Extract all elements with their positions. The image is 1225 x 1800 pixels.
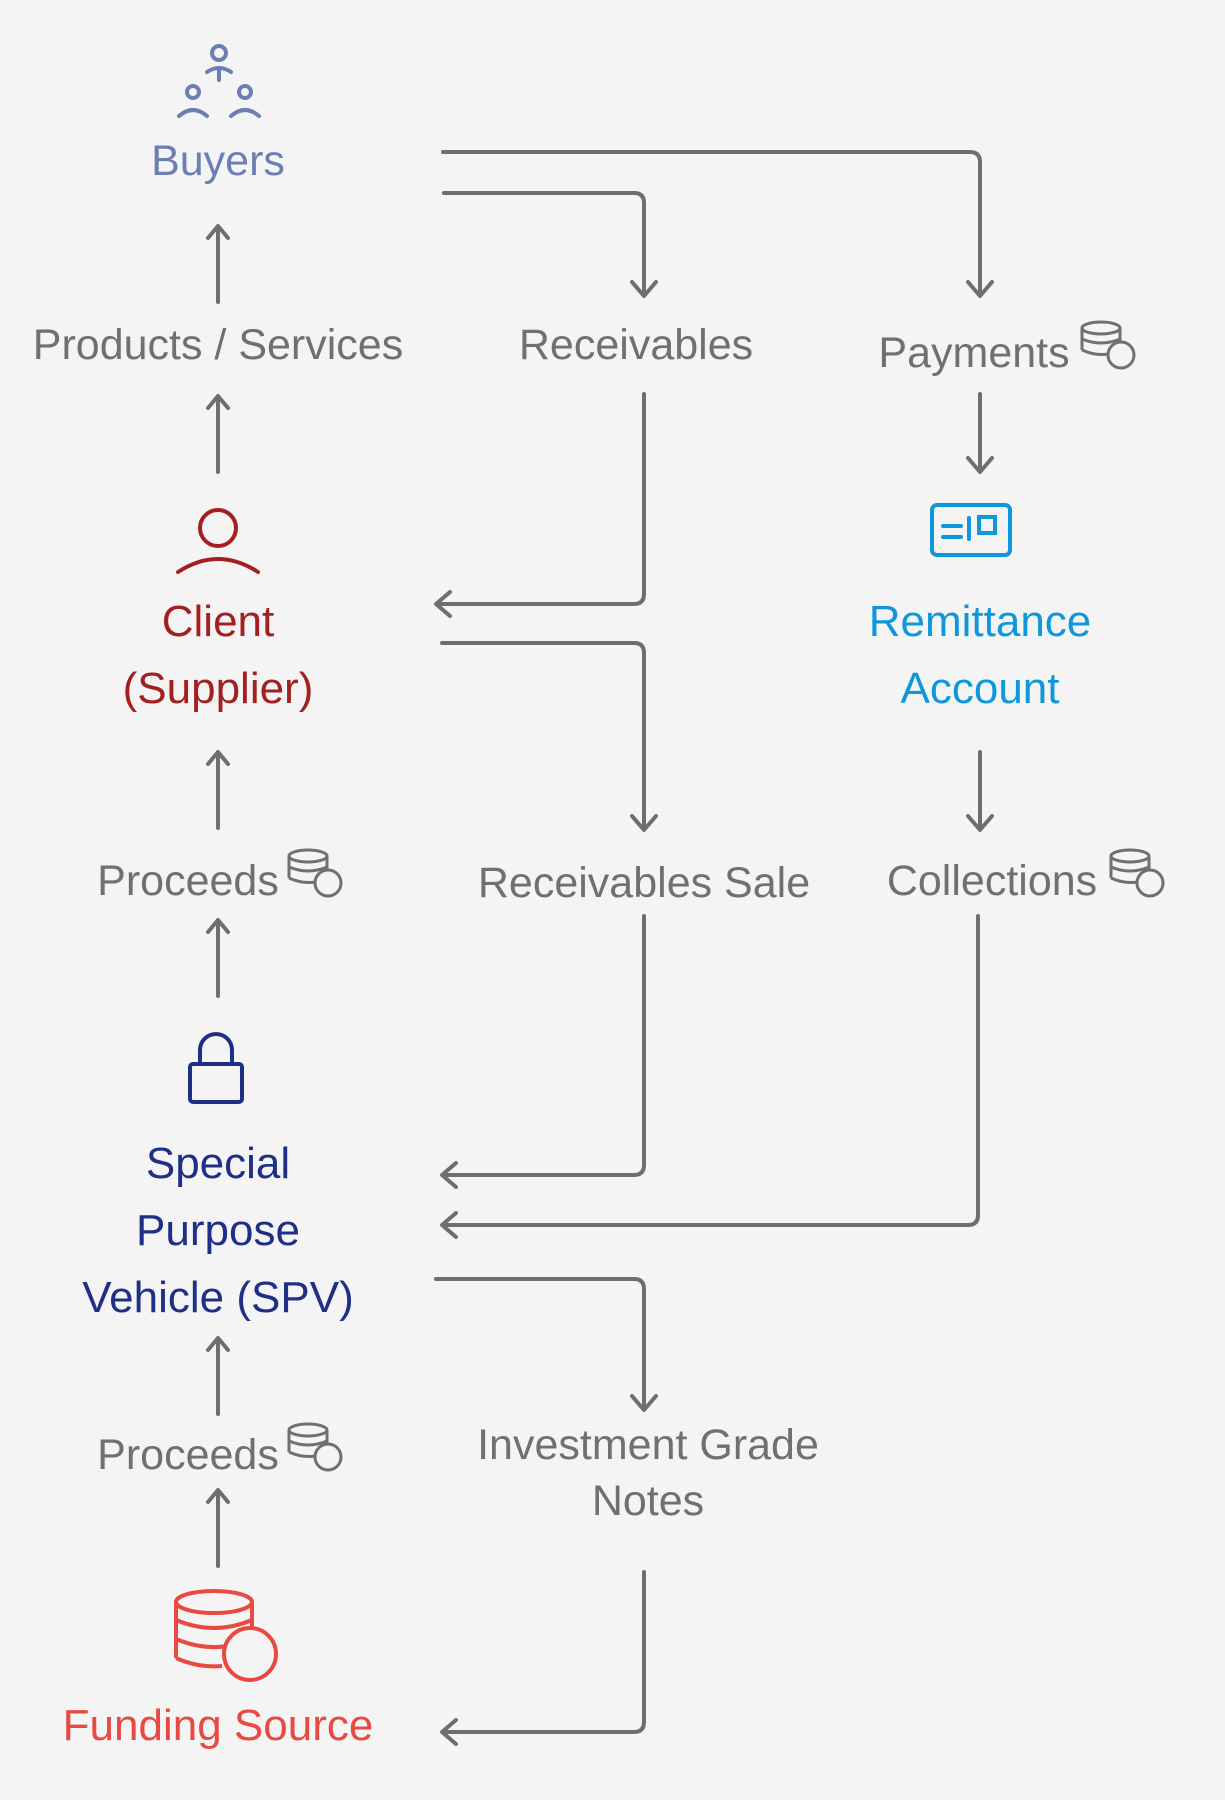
- money-stack-icon: [1080, 320, 1136, 370]
- lock-icon: [188, 1032, 244, 1104]
- products-services-label: Products / Services: [32, 321, 404, 369]
- money-stack-icon: [287, 848, 343, 898]
- receivables-sale-label: Receivables Sale: [477, 859, 811, 907]
- arrow-buyers-to-payments: [441, 150, 994, 298]
- arrow-spv-to-notes: [434, 1277, 658, 1412]
- spv-label-line3: Vehicle (SPV): [82, 1273, 354, 1322]
- notes-label-line2: Notes: [591, 1477, 705, 1525]
- collections-label: Collections: [886, 857, 1098, 905]
- arrow-buyers-to-receivables: [442, 191, 658, 298]
- arrow-client-to-products: [206, 394, 230, 474]
- arrow-remittance-to-collections: [966, 750, 994, 832]
- receivables-label: Receivables: [518, 321, 754, 369]
- buyers-label: Buyers: [151, 137, 285, 185]
- money-stack-icon: [287, 1422, 343, 1472]
- proceeds-top-label: Proceeds: [97, 857, 279, 905]
- arrow-spv-to-proceeds: [206, 918, 230, 998]
- arrow-proceeds-to-client: [206, 750, 230, 830]
- client-label-line1: Client: [161, 597, 275, 646]
- money-stack-icon: [1109, 848, 1165, 898]
- proceeds-bottom-label: Proceeds: [97, 1431, 279, 1479]
- arrow-products-to-buyers: [206, 224, 230, 304]
- remittance-label-line2: Account: [900, 664, 1060, 713]
- spv-label-line1: Special: [145, 1139, 291, 1188]
- arrow-funding-to-proceeds: [206, 1488, 230, 1568]
- arrow-proceeds-to-spv: [206, 1336, 230, 1416]
- account-card-icon: [930, 503, 1012, 557]
- person-icon: [176, 508, 260, 574]
- arrow-notes-to-funding: [440, 1570, 646, 1746]
- funding-source-label: Funding Source: [62, 1701, 374, 1750]
- people-network-icon: [177, 44, 261, 118]
- arrow-client-to-receivables-sale: [440, 641, 658, 832]
- client-label-line2: (Supplier): [122, 664, 314, 713]
- database-coin-icon: [174, 1589, 278, 1682]
- arrow-receivables-to-client: [434, 392, 646, 618]
- arrow-receivables-sale-to-spv: [440, 914, 646, 1189]
- notes-label-line1: Investment Grade: [477, 1421, 819, 1469]
- spv-label-line2: Purpose: [136, 1206, 300, 1255]
- remittance-label-line1: Remittance: [868, 597, 1092, 646]
- arrow-payments-to-remittance: [966, 392, 994, 474]
- payments-label: Payments: [878, 329, 1070, 377]
- arrow-collections-to-spv: [440, 914, 980, 1239]
